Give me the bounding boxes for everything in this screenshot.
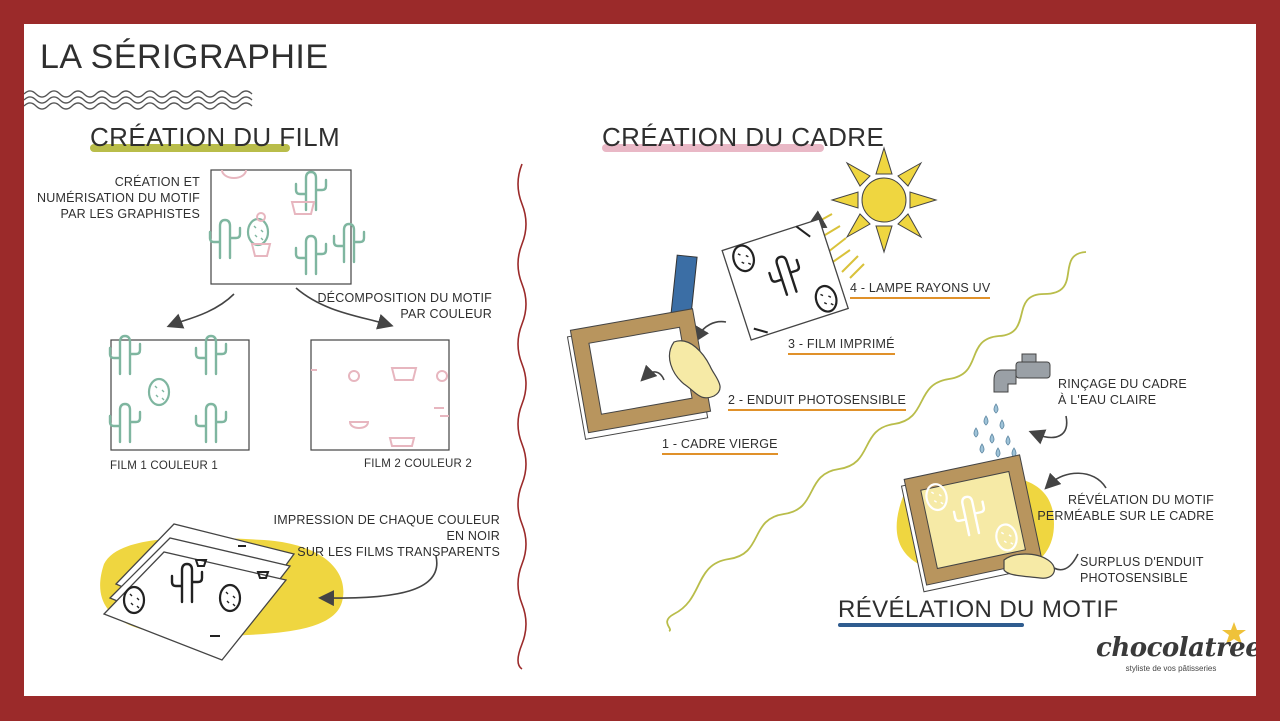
coating-blob	[669, 340, 721, 399]
step-2-label: 2 - ENDUIT PHOTOSENSIBLE	[728, 392, 906, 411]
infographic-canvas: LA SÉRIGRAPHIE CRÉATION DU FILM CRÉATION…	[24, 24, 1256, 696]
printed-films-illustration	[100, 523, 344, 661]
arrow-surplus	[1053, 553, 1079, 571]
step-4-label: 4 - LAMPE RAYONS UV	[850, 280, 991, 299]
divider-wave-diagonal	[666, 251, 1087, 632]
film-2-card	[310, 339, 450, 451]
step-creation-label: CRÉATION ET NUMÉRISATION DU MOTIF PAR LE…	[37, 175, 200, 221]
step-1-label: 1 - CADRE VIERGE	[662, 436, 778, 455]
printed-film-illustration	[721, 218, 850, 341]
arrow-to-film1	[166, 293, 235, 329]
arrow-coating	[640, 364, 665, 382]
title-zigzag	[24, 90, 253, 110]
water-drops	[973, 403, 1017, 458]
step-impression-label: IMPRESSION DE CHAQUE COULEUR EN NOIR SUR…	[273, 513, 500, 559]
film-section-title: CRÉATION DU FILM	[90, 122, 341, 152]
revelation-label: RÉVÉLATION DU MOTIF PERMÉABLE SUR LE CAD…	[1037, 493, 1214, 523]
page-title: LA SÉRIGRAPHIE	[40, 38, 329, 76]
film-2-label: FILM 2 COULEUR 2	[364, 458, 473, 470]
surplus-blob	[1003, 553, 1056, 579]
surplus-label: SURPLUS D'ENDUIT PHOTOSENSIBLE	[1080, 555, 1204, 585]
arrow-rincage	[1028, 415, 1068, 445]
revelation-section-title: RÉVÉLATION DU MOTIF	[838, 596, 1119, 623]
rincage-label: RINÇAGE DU CADRE À L'EAU CLAIRE	[1058, 377, 1187, 407]
step-decomposition-label: DÉCOMPOSITION DU MOTIF PAR COULEUR	[317, 291, 492, 321]
arrow-to-film2	[295, 287, 394, 330]
film-1-label: FILM 1 COULEUR 1	[110, 460, 219, 472]
step-3-label: 3 - FILM IMPRIMÉ	[788, 336, 895, 355]
brand-tagline: styliste de vos pâtisseries	[1125, 664, 1217, 673]
faucet-illustration	[993, 353, 1051, 393]
cadre-section-title: CRÉATION DU CADRE	[602, 122, 885, 152]
film-title-underline	[90, 144, 290, 152]
revelation-title-underline	[838, 623, 1024, 627]
sun-illustration	[830, 146, 938, 254]
arrow-revelation	[1044, 472, 1107, 490]
cadre-title-underline	[602, 144, 824, 152]
divider-wave-vertical	[517, 163, 527, 670]
brand-logo: chocolatree styliste de vos pâtisseries	[1096, 633, 1256, 673]
illustration-layer	[24, 90, 1246, 670]
brand-star-icon	[1222, 622, 1246, 644]
arrow-film-to-frame	[693, 320, 727, 343]
film-1-card	[108, 334, 250, 451]
brand-name: chocolatree	[1096, 633, 1256, 663]
pattern-card-original	[208, 169, 366, 285]
arrow-to-films	[318, 555, 438, 607]
